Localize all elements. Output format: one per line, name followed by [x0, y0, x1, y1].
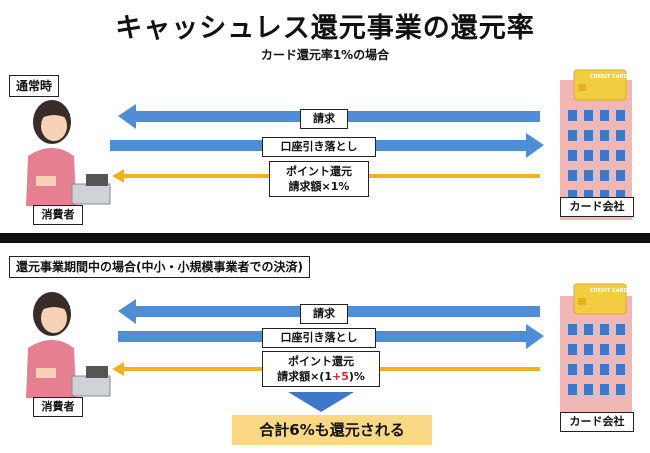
point-label-normal: ポイント還元 請求額×1%: [269, 161, 369, 197]
section-divider: [0, 233, 650, 243]
debit-label-campaign: 口座引き落とし: [262, 328, 376, 348]
total-rebate-banner: 合計6%も還元される: [232, 415, 432, 445]
down-arrow: [288, 392, 354, 412]
page-title: キャッシュレス還元事業の還元率: [115, 13, 535, 44]
bonus-rate: +5: [331, 370, 349, 383]
consumer-illustration-normal: [26, 100, 111, 206]
invoice-label-campaign: 請求: [300, 304, 348, 324]
debit-label-normal: 口座引き落とし: [262, 137, 376, 157]
svg-text:CREDIT CARD: CREDIT CARD: [590, 74, 628, 80]
section-heading-campaign: 還元事業期間中の場合(中小・小規模事業者での決済): [9, 256, 310, 278]
company-building-normal: CREDIT CARD: [560, 69, 632, 220]
section-heading-normal: 通常時: [9, 75, 60, 97]
consumer-illustration-campaign: [26, 292, 111, 398]
company-building-campaign: CREDIT CARD: [560, 283, 632, 428]
invoice-label-normal: 請求: [300, 109, 348, 129]
credit-card-icon: CREDIT CARD: [573, 283, 628, 315]
credit-card-icon: CREDIT CARD: [573, 69, 628, 101]
company-label-normal: カード会社: [560, 197, 634, 217]
page-subtitle: カード還元率1%の場合: [260, 48, 390, 62]
consumer-label-campaign: 消費者: [33, 397, 83, 417]
point-label-campaign: ポイント還元 請求額×(1+5)%: [262, 351, 380, 387]
company-label-campaign: カード会社: [560, 412, 634, 432]
consumer-label-normal: 消費者: [33, 205, 83, 225]
svg-text:CREDIT CARD: CREDIT CARD: [590, 288, 628, 294]
